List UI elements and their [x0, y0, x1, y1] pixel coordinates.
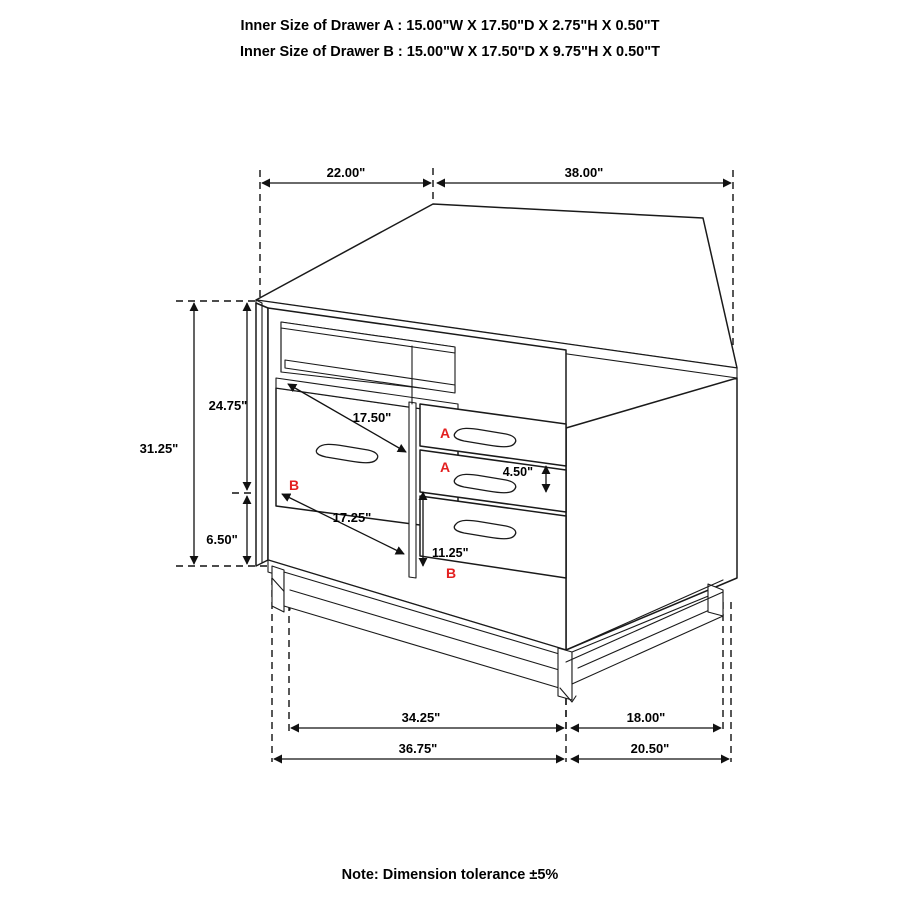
plinth-right-post	[707, 583, 724, 617]
left-shelf-top-rail	[280, 321, 456, 354]
dim-label-11-25: 11.25"	[432, 546, 469, 560]
plinth-corner-post	[557, 647, 573, 701]
dim-line-17-50	[287, 383, 407, 453]
dim-line-17-25	[281, 493, 405, 555]
plinth-leg-left	[271, 565, 285, 613]
left-dimension-group: 31.25" 24.75" 6.50"	[140, 302, 252, 565]
right-drawer-a1-handle	[453, 427, 517, 448]
plinth-corner-brace	[559, 687, 577, 703]
dim-label-36-75: 36.75"	[399, 741, 438, 756]
right-drawer-b-handle	[453, 519, 517, 540]
header-line-drawer-b: Inner Size of Drawer B : 15.00"W X 17.50…	[240, 44, 660, 60]
case-bottom-right-edge	[565, 579, 724, 651]
right-drawer-a2-handle	[453, 473, 517, 494]
dim-label-34-25: 34.25"	[402, 710, 441, 725]
tag-drawer-b-left: B	[289, 477, 299, 493]
dim-label-31-25: 31.25"	[140, 441, 179, 456]
tag-drawer-a-lower: A	[440, 459, 450, 475]
footer-note: Note: Dimension tolerance ±5%	[342, 867, 559, 883]
dim-label-20-50: 20.50"	[631, 741, 670, 756]
bottom-dimension-group: 34.25" 18.00" 36.75" 20.50"	[273, 710, 730, 764]
dim-label-6-50: 6.50"	[206, 532, 237, 547]
interior-dimension-group: 17.50" 17.25" 4.50" 11.25"	[281, 383, 551, 567]
header-line-drawer-a: Inner Size of Drawer A : 15.00"W X 17.50…	[241, 18, 660, 34]
top-dimension-group: 22.00" 38.00"	[261, 165, 732, 188]
tag-drawer-a-upper: A	[440, 425, 450, 441]
dim-label-4-50: 4.50"	[503, 465, 533, 479]
plinth-right-rail-crease	[577, 603, 724, 669]
dim-label-38: 38.00"	[565, 165, 604, 180]
drawer-tag-group: A A B B	[289, 425, 456, 581]
dim-label-22: 22.00"	[327, 165, 366, 180]
dim-label-17-25: 17.25"	[333, 510, 372, 525]
tag-drawer-b-right: B	[446, 565, 456, 581]
case-bottom-right-edge2	[565, 591, 724, 663]
dim-label-17-50: 17.50"	[353, 410, 392, 425]
dim-label-24-75: 24.75"	[209, 398, 248, 413]
center-divider	[408, 401, 417, 579]
plinth-front-rail-crease	[289, 589, 567, 673]
dim-label-18-00: 18.00"	[627, 710, 666, 725]
